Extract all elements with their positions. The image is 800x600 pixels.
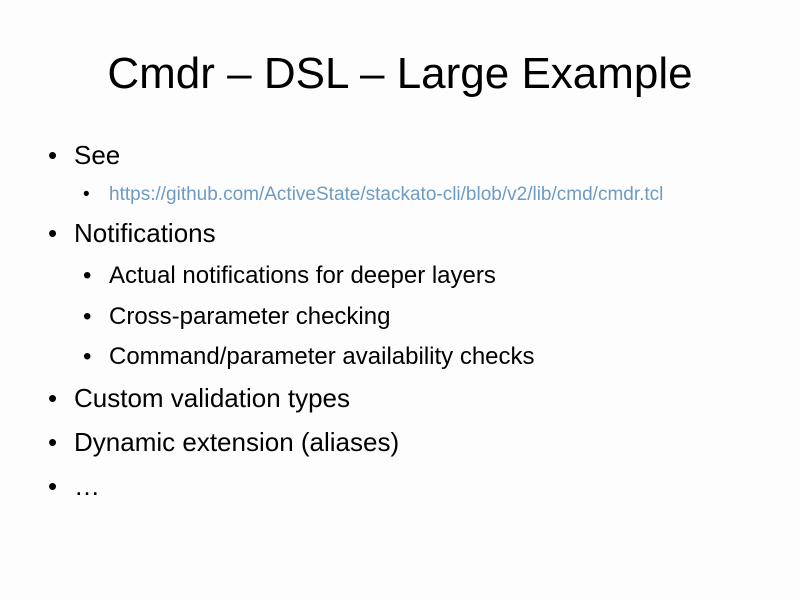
bullet-text: … xyxy=(74,471,100,501)
bullet-icon: • xyxy=(83,184,90,205)
bullet-text: Custom validation types xyxy=(74,383,351,413)
bullet-dynamic-extension: • Dynamic extension (aliases) xyxy=(48,426,399,458)
bullet-actual-notifications: • Actual notifications for deeper layers xyxy=(83,261,496,291)
bullet-icon: • xyxy=(48,218,58,248)
bullet-notifications: • Notifications xyxy=(48,217,216,249)
github-link[interactable]: https://github.com/ActiveState/stackato-… xyxy=(109,184,664,205)
slide-title: Cmdr – DSL – Large Example xyxy=(107,49,693,98)
bullet-custom-validation: • Custom validation types xyxy=(48,382,350,414)
bullet-text: Actual notifications for deeper layers xyxy=(109,262,496,289)
bullet-icon: • xyxy=(48,427,58,457)
bullet-icon: • xyxy=(83,343,92,370)
bullet-text: Command/parameter availability checks xyxy=(109,343,535,370)
bullet-cross-parameter: • Cross-parameter checking xyxy=(83,302,390,332)
bullet-icon: • xyxy=(83,262,92,289)
bullet-icon: • xyxy=(48,140,58,170)
bullet-text: Dynamic extension (aliases) xyxy=(74,427,400,457)
bullet-ellipsis: •… xyxy=(48,470,100,502)
bullet-see: • See xyxy=(48,139,120,171)
bullet-icon: • xyxy=(48,383,58,413)
bullet-icon: • xyxy=(83,303,92,330)
bullet-text: Cross-parameter checking xyxy=(109,303,391,330)
bullet-text: Notifications xyxy=(74,218,216,248)
bullet-icon: • xyxy=(48,471,58,501)
bullet-github-link[interactable]: • https://github.com/ActiveState/stackato… xyxy=(83,183,663,207)
bullet-text: See xyxy=(74,140,121,170)
bullet-availability-checks: • Command/parameter availability checks xyxy=(83,342,535,372)
